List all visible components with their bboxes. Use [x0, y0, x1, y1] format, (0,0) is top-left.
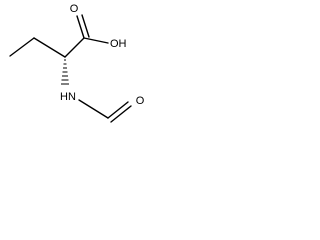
bond-carboxyl-double-a [76, 15, 85, 39]
stereo-hashed-wedge [61, 59, 69, 85]
bond-ch2-alpha [33, 37, 66, 58]
bond-carboxyl-double-b [81, 14, 90, 38]
bond-formyl-double-a [107, 101, 129, 119]
atom-label-hydroxyl: OH [110, 38, 127, 50]
bond-n-formyl [78, 99, 109, 119]
bond-formyl-double-b [110, 105, 132, 123]
bond-alpha-carboxyl [64, 37, 85, 58]
atom-label-formyl-oxygen: O [136, 95, 145, 107]
chemical-structure: O OH HN O [9, 3, 145, 123]
bond-carboxyl-oh [83, 37, 109, 44]
atom-label-carbonyl-oxygen: O [70, 3, 79, 15]
atom-label-nitrogen: HN [60, 91, 76, 103]
bond-ethyl-ch3-ch2 [9, 37, 35, 57]
